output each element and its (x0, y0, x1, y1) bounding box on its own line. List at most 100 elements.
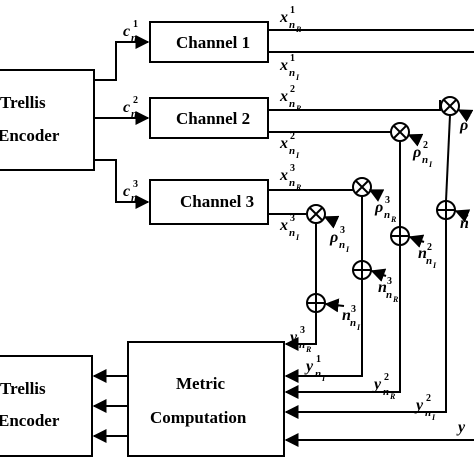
svg-text:R: R (295, 25, 302, 34)
svg-text:R: R (392, 295, 399, 304)
branch-2-imag-path (284, 141, 401, 399)
svg-text:3: 3 (300, 325, 305, 336)
label-rho3-real: ρ 3 n R (374, 195, 397, 224)
label-y2-imag: y 2 n I (414, 393, 436, 422)
svg-text:3: 3 (351, 304, 356, 315)
svg-text:I: I (431, 413, 436, 422)
svg-text:n: n (289, 227, 295, 239)
svg-text:I: I (428, 160, 433, 169)
tx-encoder-label-2: Encoder (0, 126, 60, 145)
svg-text:c: c (123, 99, 130, 116)
svg-text:y: y (456, 419, 466, 436)
label-c1: c 1 n (123, 19, 138, 44)
multiplier-2-imag (390, 122, 410, 142)
svg-text:R: R (390, 215, 397, 224)
svg-text:1: 1 (290, 5, 295, 16)
svg-text:x: x (279, 57, 288, 74)
svg-text:n: n (425, 407, 431, 419)
label-y1-partial: y (456, 419, 466, 436)
svg-text:x: x (279, 9, 288, 26)
svg-text:n: n (131, 192, 137, 204)
svg-text:2: 2 (133, 95, 138, 106)
svg-text:R: R (305, 345, 312, 354)
label-y3-real: y 3 n R (288, 325, 312, 354)
svg-text:1: 1 (290, 53, 295, 64)
channel-1-outputs (268, 29, 474, 53)
channel-1-block: Channel 1 (149, 21, 269, 63)
svg-text:n: n (289, 67, 295, 79)
svg-text:ρ: ρ (412, 144, 421, 161)
svg-text:I: I (356, 323, 361, 332)
svg-text:R: R (295, 104, 302, 113)
label-n3-imag: n 3 n I (342, 304, 361, 332)
channel-3-block: Channel 3 (149, 179, 269, 225)
rx-encoder-label-2: Encoder (0, 411, 60, 430)
svg-text:2: 2 (427, 242, 432, 253)
svg-text:2: 2 (290, 131, 295, 142)
svg-text:ρ: ρ (374, 199, 383, 216)
label-n2-real: n (460, 215, 469, 232)
multiplier-3-real (352, 177, 372, 197)
svg-text:n: n (299, 339, 305, 351)
svg-text:R: R (295, 183, 302, 192)
svg-text:n: n (131, 32, 137, 44)
adder-3-imag (306, 293, 326, 313)
svg-text:2: 2 (426, 393, 431, 404)
label-rho2-imag: ρ 2 n I (412, 140, 433, 169)
svg-text:x: x (279, 167, 288, 184)
receiver-trellis-encoder-block: Trellis Encoder (0, 355, 93, 457)
label-rho2-real: ρ (459, 117, 468, 134)
svg-text:1: 1 (316, 354, 321, 365)
channel-2-label: Channel 2 (176, 109, 250, 128)
svg-text:R: R (389, 392, 396, 401)
svg-text:y: y (372, 376, 382, 393)
svg-text:n: n (289, 19, 295, 31)
channel-3-label: Channel 3 (180, 192, 254, 211)
branch-3-imag-path (284, 223, 317, 351)
svg-text:c: c (123, 23, 130, 40)
svg-text:3: 3 (290, 163, 295, 174)
tx-encoder-label-1: Trellis (0, 93, 46, 112)
svg-text:3: 3 (133, 179, 138, 190)
svg-text:n: n (422, 154, 428, 166)
adder-3-real (352, 260, 372, 280)
svg-text:3: 3 (340, 225, 345, 236)
svg-text:2: 2 (423, 140, 428, 151)
adder-2-imag (390, 226, 410, 246)
svg-text:n: n (460, 215, 469, 232)
label-n3-real: n 3 n R (378, 276, 399, 304)
metric-label-1: Metric (176, 374, 226, 393)
branch-3-real-path (284, 196, 363, 383)
adder-2-real (436, 200, 456, 220)
rx-encoder-label-1: Trellis (0, 379, 46, 398)
transmitter-trellis-encoder-block: Trellis Encoder (0, 69, 95, 171)
svg-text:3: 3 (385, 195, 390, 206)
branch-2-real-path (284, 114, 451, 419)
svg-text:I: I (295, 233, 300, 242)
label-x2-imag: x 2 n I (279, 131, 300, 160)
svg-text:n: n (289, 98, 295, 110)
svg-text:y: y (304, 358, 314, 375)
label-n2-imag: n 2 n I (418, 242, 437, 270)
svg-text:n: n (386, 289, 392, 301)
multiplier-3-imag (306, 204, 326, 224)
metric-to-decoder-arrows (92, 369, 128, 443)
channel-1-label: Channel 1 (176, 33, 250, 52)
svg-text:I: I (345, 245, 350, 254)
label-x1-real: x 1 n R (279, 5, 302, 34)
label-c3: c 3 n (123, 179, 138, 204)
svg-text:n: n (418, 245, 427, 262)
label-x3-imag: x 3 n I (279, 213, 300, 242)
noise-arrows (324, 209, 471, 313)
svg-text:n: n (339, 239, 345, 251)
svg-text:ρ: ρ (329, 229, 338, 246)
metric-label-2: Computation (150, 408, 247, 427)
label-y3-imag: y 1 n I (304, 354, 326, 383)
svg-text:I: I (432, 261, 437, 270)
svg-text:ρ: ρ (459, 117, 468, 134)
svg-text:2: 2 (290, 84, 295, 95)
label-x1-imag: x 1 n I (279, 53, 300, 82)
svg-text:y: y (288, 329, 298, 346)
svg-text:n: n (131, 108, 137, 120)
